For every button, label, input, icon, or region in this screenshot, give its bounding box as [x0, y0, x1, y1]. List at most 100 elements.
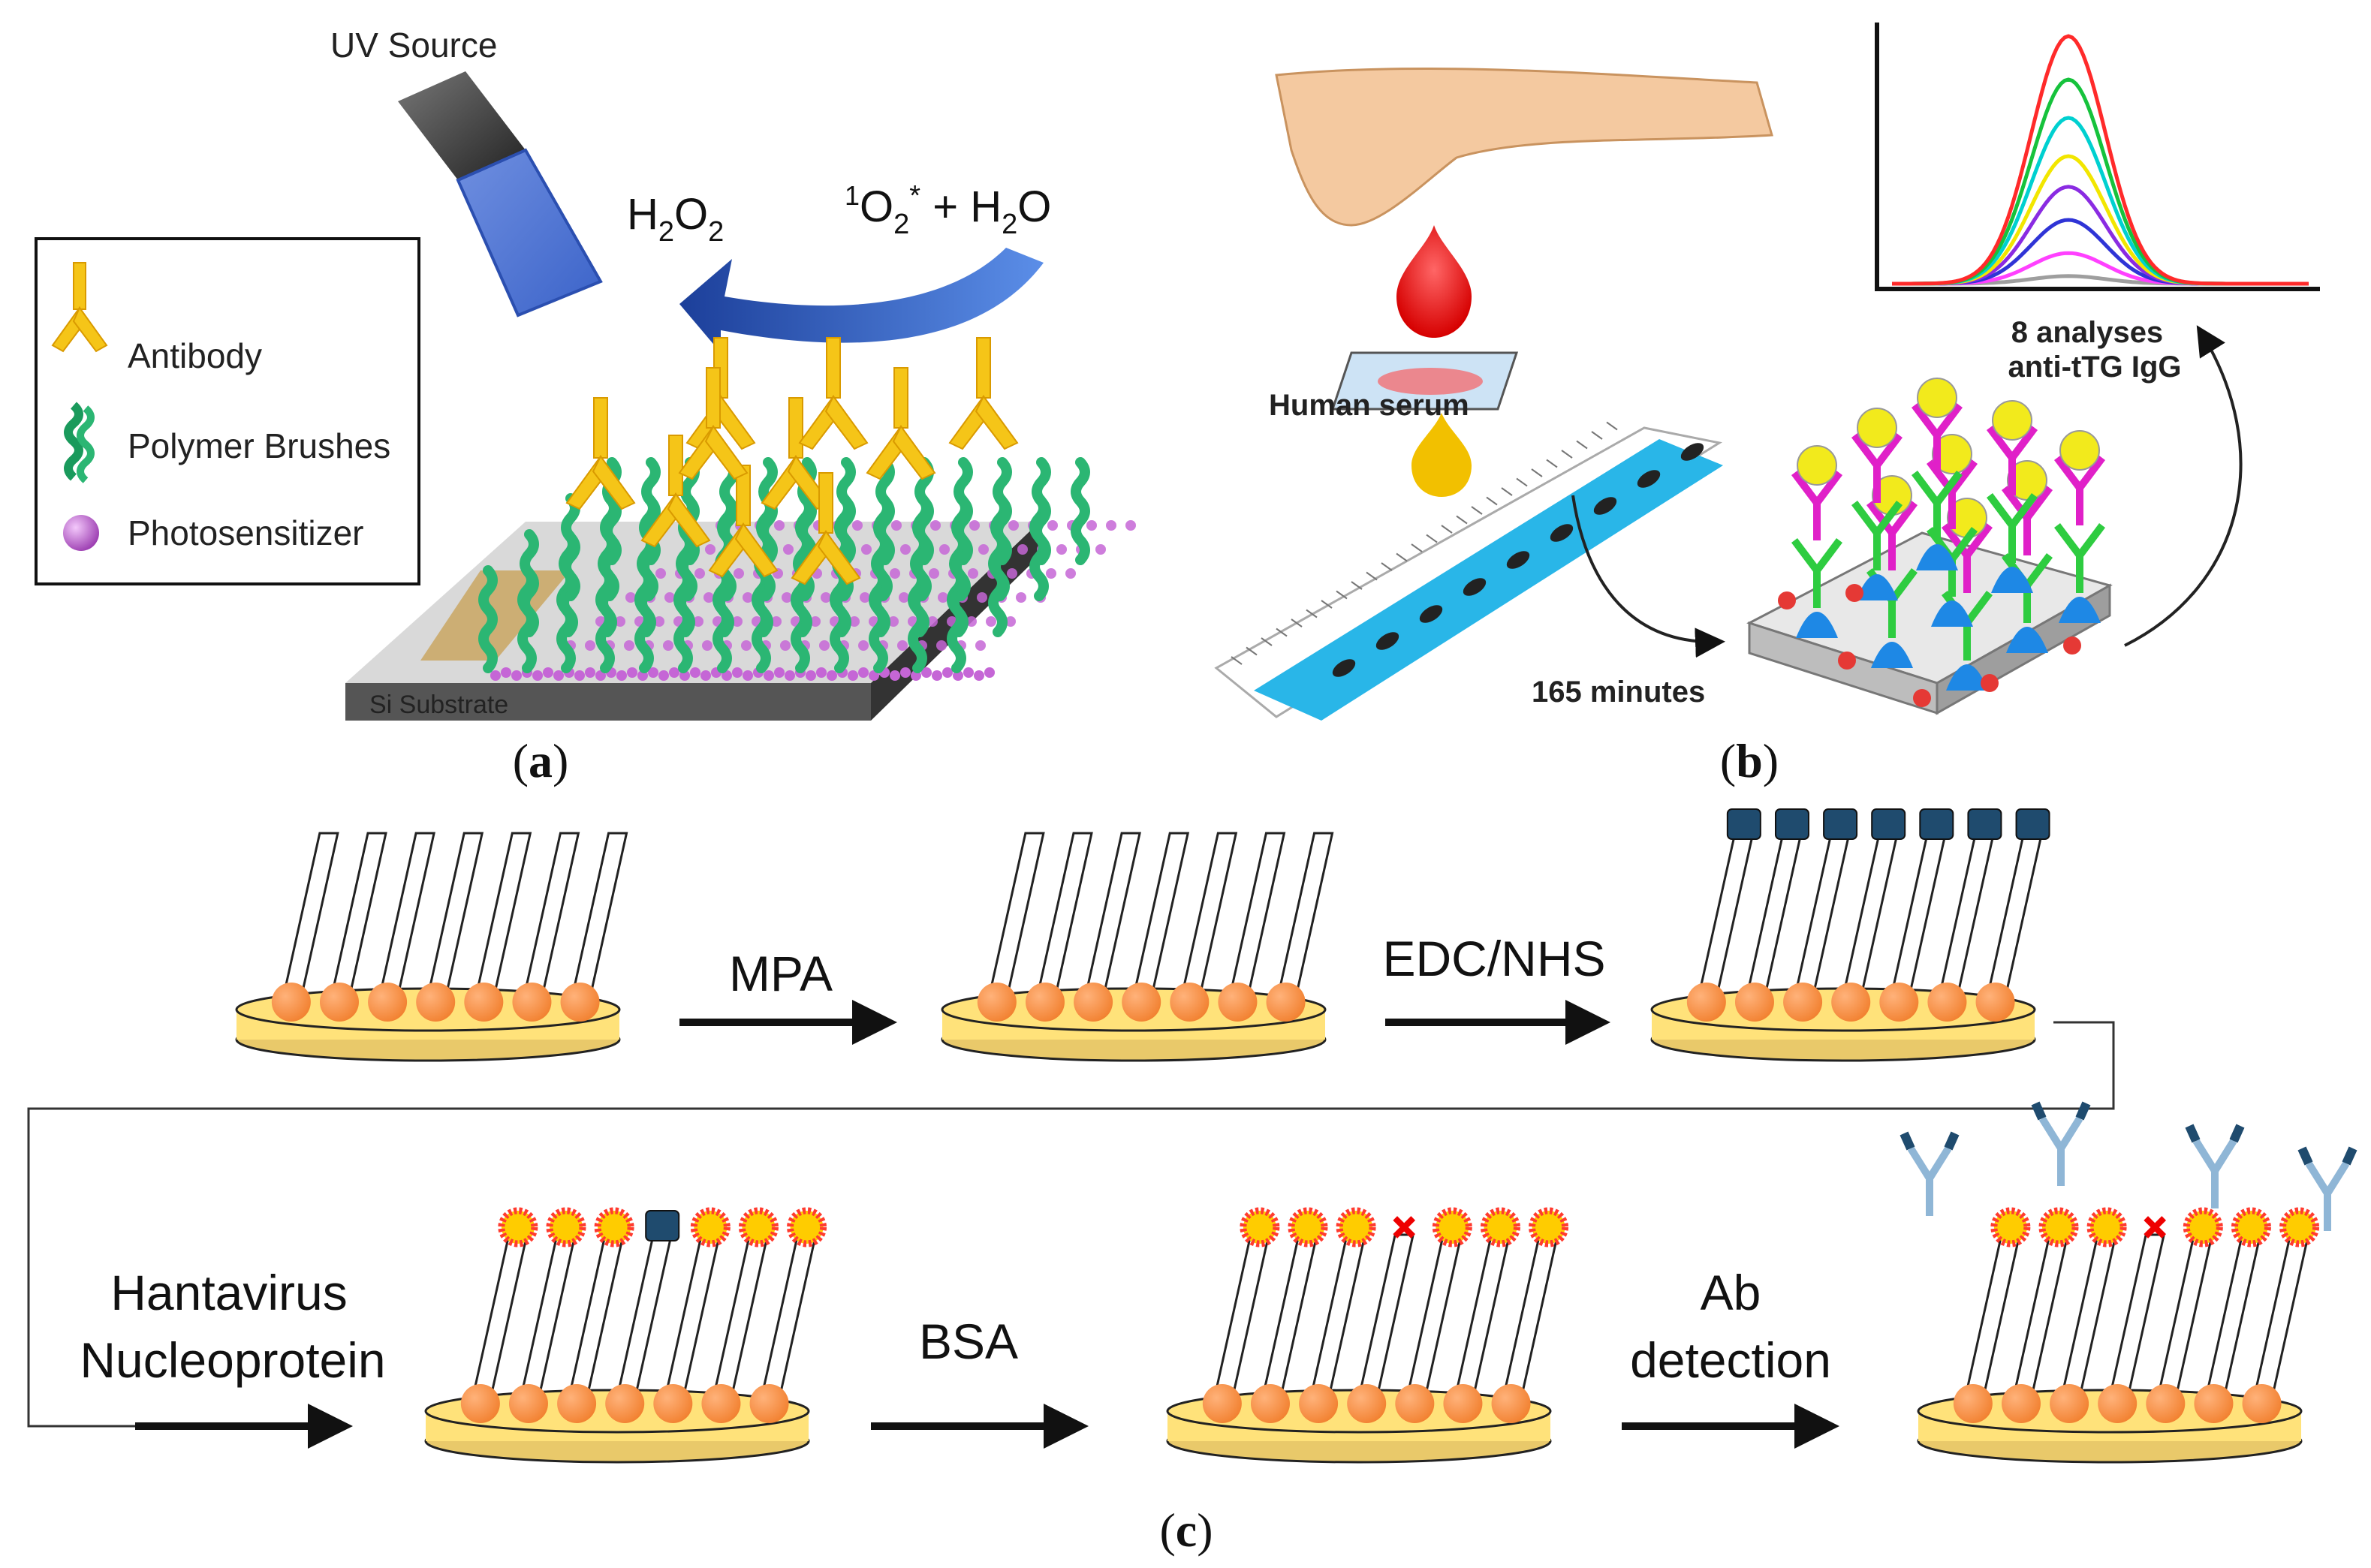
ruler-tick [1231, 656, 1243, 665]
thiol-bead [1734, 983, 1774, 1022]
photosensitizer-sphere [858, 667, 869, 678]
photosensitizer-sphere [785, 670, 795, 681]
photosensitizer-sphere [816, 667, 827, 678]
ruler-tick [1531, 468, 1543, 477]
sam-chain [566, 1233, 625, 1405]
nucleoprotein [2231, 1207, 2271, 1247]
antigen-cone [1991, 567, 2033, 593]
sam-chain [758, 1233, 818, 1405]
ruler-tick [1351, 581, 1363, 590]
test-spot [1550, 524, 1574, 542]
bound-antibody [2185, 1124, 2245, 1208]
photosensitizer-sphere [774, 520, 785, 531]
capture-antibody [1912, 471, 1963, 540]
red-dot [1778, 591, 1796, 609]
photosensitizer-sphere [858, 640, 869, 651]
antigen-cone [2006, 627, 2048, 653]
photosensitizer-sphere [553, 670, 564, 681]
nucleoprotein [2086, 1207, 2127, 1247]
sam-chain [569, 832, 628, 1004]
polymer-brush [758, 457, 778, 565]
photosensitizer-sphere [900, 667, 911, 678]
legend-box: Antibody Polymer Brushes Photosensitizer [35, 237, 420, 585]
nucleoprotein [738, 1207, 779, 1247]
photosensitizer-sphere [764, 670, 774, 681]
polymer-brush [914, 457, 934, 565]
sam-chain [1888, 832, 1948, 1004]
photosensitizer-sphere [771, 616, 782, 627]
photosensitizer-sphere [810, 616, 821, 627]
sam-chain [1452, 1233, 1511, 1405]
photosensitizer-sphere [615, 616, 625, 627]
photosensitizer-sphere [938, 592, 948, 603]
capture-antibody [2054, 523, 2105, 593]
sam-chain [1792, 832, 1851, 1004]
ruler-tick [1426, 534, 1438, 543]
sam-chain [518, 1233, 577, 1405]
signal-peak [1892, 185, 2309, 286]
sam-chain [377, 832, 435, 1004]
ruler-tick [1486, 496, 1498, 506]
sam-chain [1962, 1233, 2021, 1405]
antigen-cone [1796, 612, 1838, 638]
thiol-bead [464, 983, 504, 1022]
caption-c: (c) [1159, 1503, 1213, 1557]
photosensitizer-sphere [669, 667, 679, 678]
blood-drop-icon [1396, 225, 1472, 338]
step-label-ab: Ab [1701, 1265, 1761, 1320]
sam-chain [1984, 832, 2044, 1004]
photosensitizer-sphere [848, 670, 858, 681]
test-spot [1419, 605, 1443, 623]
signal-chart [1875, 23, 2320, 291]
photosensitizer-sphere [625, 592, 636, 603]
thiol-bead [2001, 1384, 2041, 1423]
photosensitizer-sphere [654, 616, 664, 627]
thiol-bead [508, 1384, 548, 1423]
sam-chain [986, 832, 1045, 1004]
sam-chain [1275, 832, 1334, 1004]
thiol-bead [1686, 983, 1726, 1022]
thiol-bead [1879, 983, 1919, 1022]
photosensitizer-sphere [1017, 544, 1028, 555]
photosensitizer-sphere [891, 520, 902, 531]
nhs-ester [1919, 808, 1954, 840]
red-dot [1981, 674, 1999, 692]
panel-b: Human serum 165 minutes 8 analyses anti-… [1214, 23, 2320, 787]
nucleoprotein [546, 1207, 586, 1247]
photosensitizer-sphere [511, 670, 522, 681]
thiol-bead [1395, 1384, 1435, 1423]
antibody [640, 435, 711, 548]
photosensitizer-sphere [821, 592, 831, 603]
photosensitizer-icon [63, 515, 99, 551]
bound-antibody [2031, 1101, 2091, 1186]
photosensitizer-sphere [658, 670, 669, 681]
ruler-tick [1546, 459, 1558, 468]
photosensitizer-sphere [532, 670, 543, 681]
photosensitizer-sphere [936, 640, 947, 651]
photosensitizer-sphere [861, 544, 872, 555]
photosensitizer-sphere [968, 568, 978, 579]
polymer-brush [836, 457, 856, 565]
sam-chain [425, 832, 484, 1004]
label-bead [1992, 400, 2032, 441]
sam-chain [1035, 832, 1093, 1004]
thiol-bead [1491, 1384, 1531, 1423]
sam-chain [1260, 1233, 1318, 1405]
sam-chain [521, 832, 580, 1004]
ruler-tick [1381, 562, 1393, 571]
sam-chain [1356, 1233, 1415, 1405]
detection-antibody [1851, 433, 1903, 503]
photosensitizer-sphere [963, 667, 974, 678]
photosensitizer-sphere [690, 667, 700, 678]
nucleoprotein [1480, 1207, 1520, 1247]
photosensitizer-sphere [490, 670, 501, 681]
photosensitizer-sphere [900, 544, 911, 555]
thiol-bead [512, 983, 552, 1022]
sam-chain [1083, 832, 1141, 1004]
surface-elements [478, 337, 1136, 681]
red-dot [1845, 584, 1863, 602]
sam-chain [1308, 1233, 1366, 1405]
legend-label-photosensitizer: Photosensitizer [128, 513, 364, 552]
photosensitizer-sphere [1086, 520, 1097, 531]
panel-c: MPA EDC/NHS Hantavirus Nucleoprotein BSA… [27, 808, 2357, 1557]
